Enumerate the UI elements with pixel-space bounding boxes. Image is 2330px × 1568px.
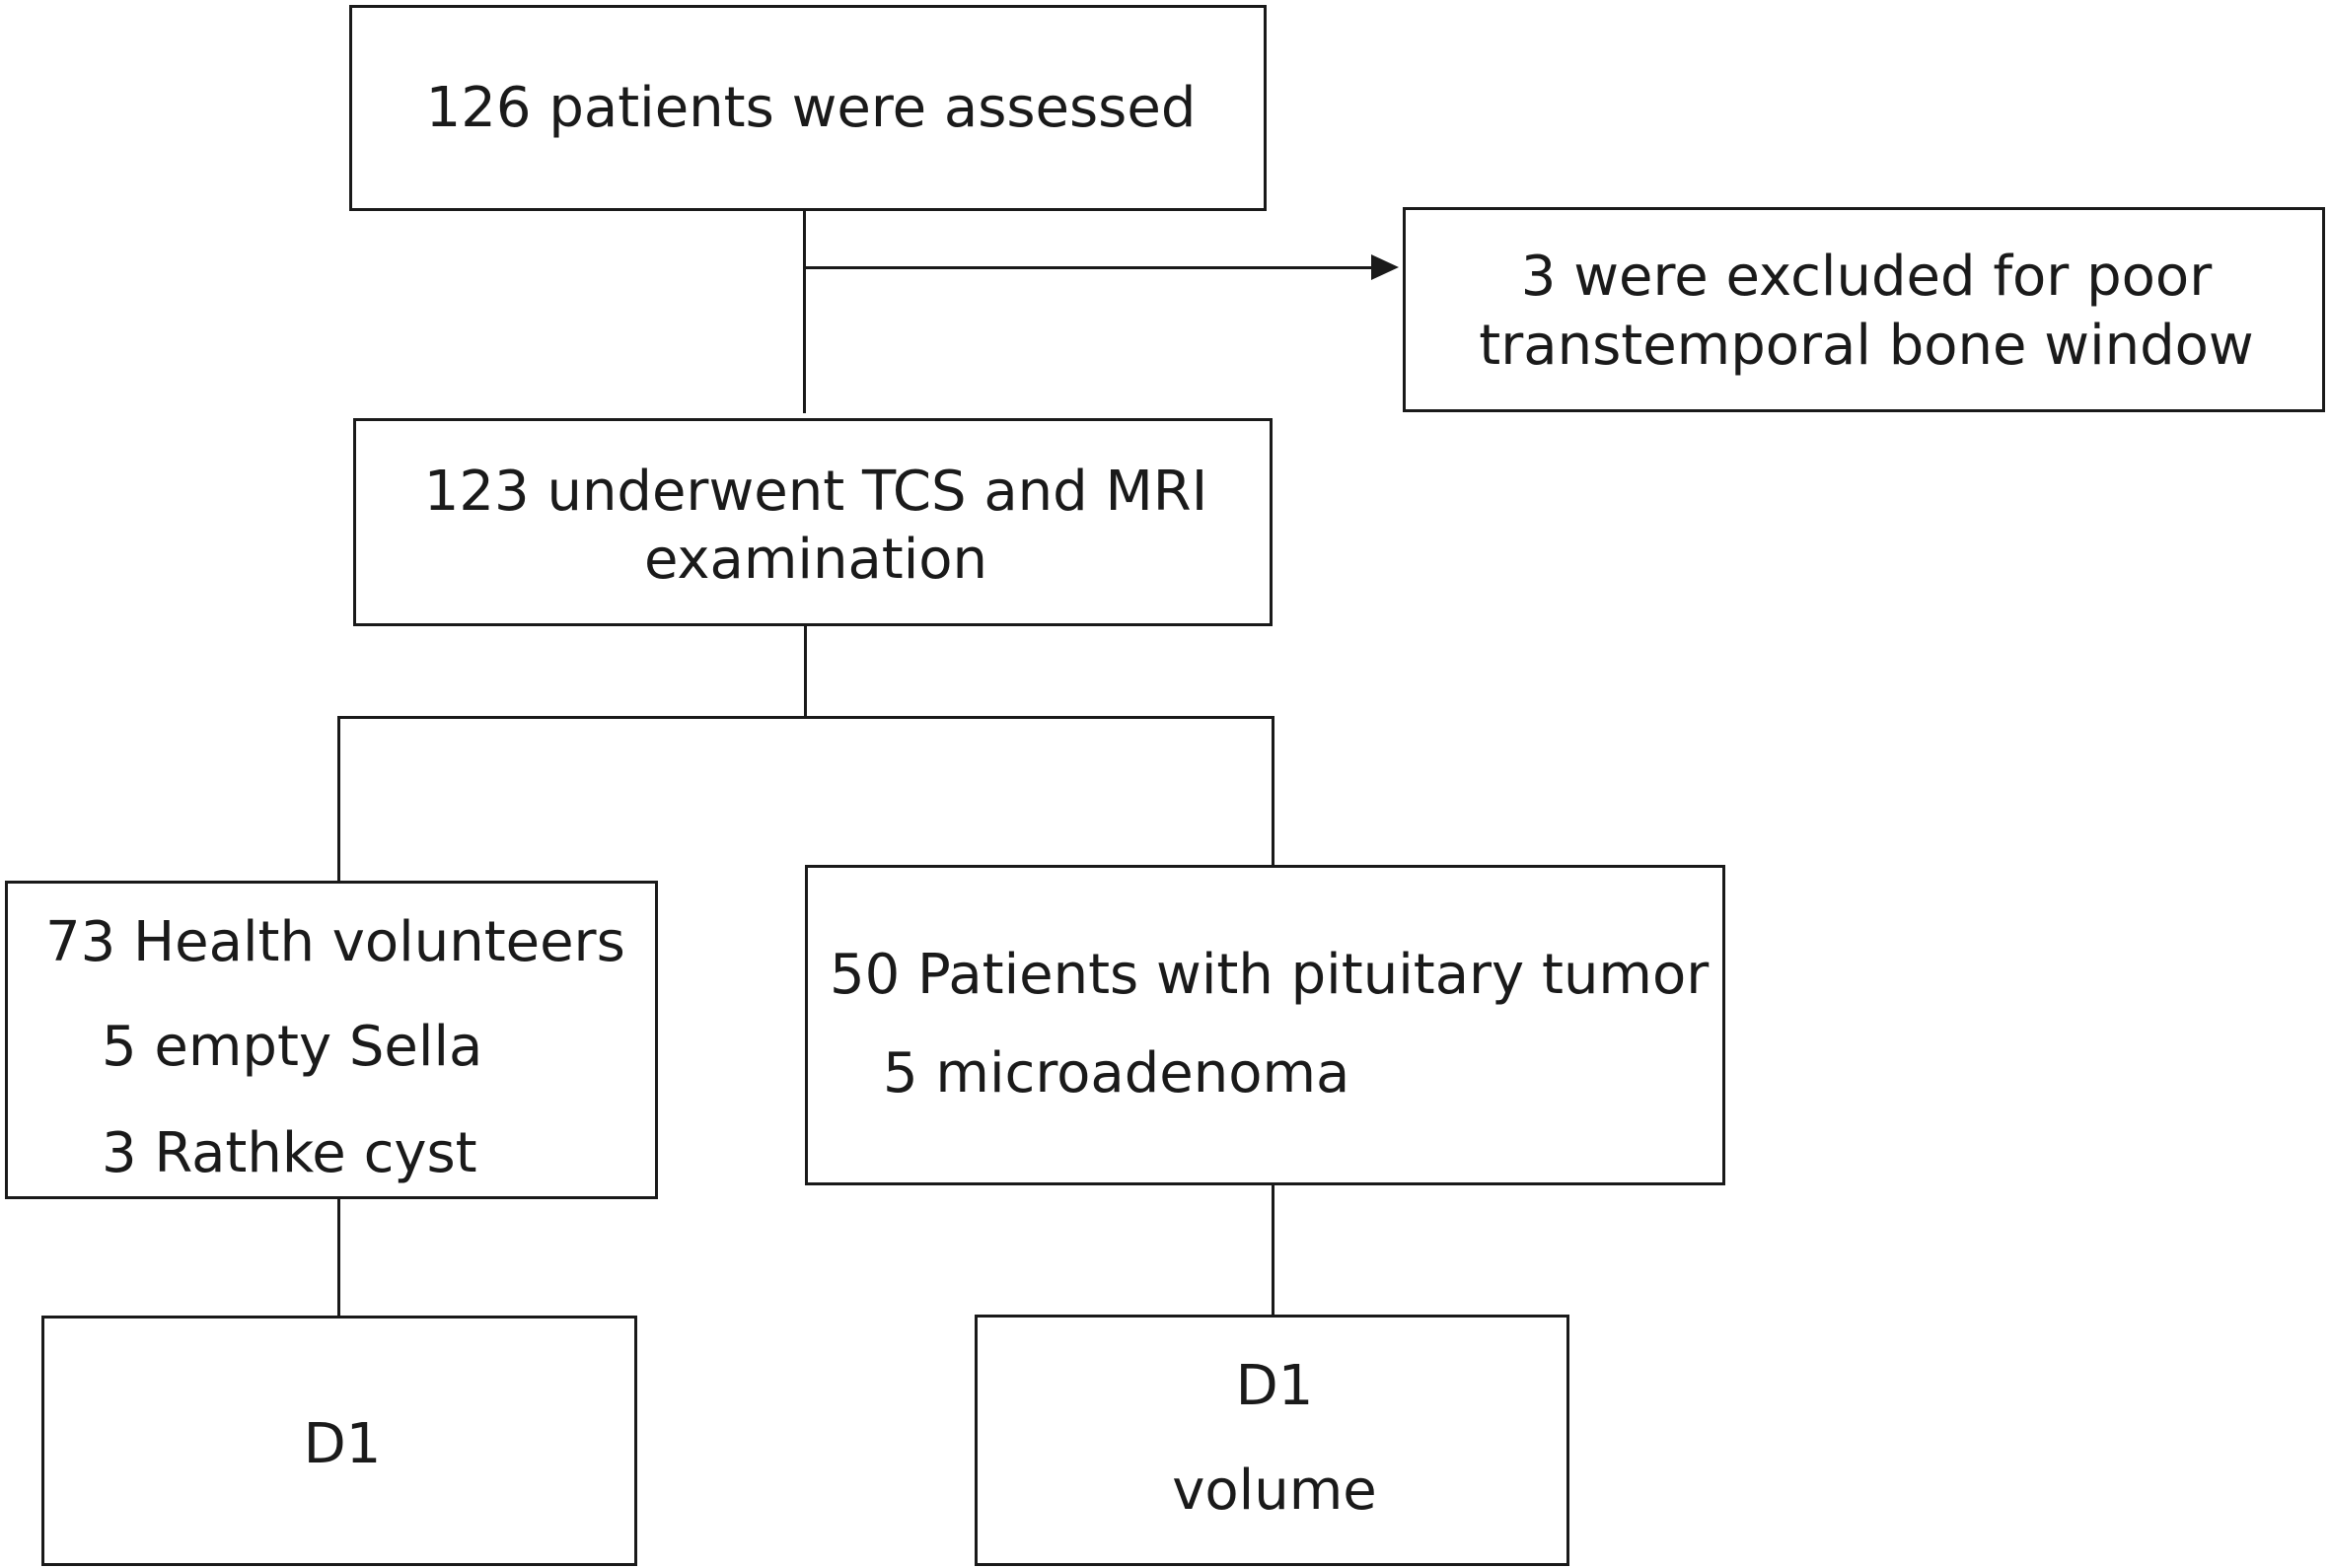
connector-volunteers-to-outcome <box>337 1197 340 1318</box>
connector-examined-down <box>804 624 807 717</box>
node-examined-line-1: 123 underwent TCS and MRI <box>423 460 1208 524</box>
node-assessed: 126 patients were assessed <box>349 5 1267 211</box>
node-volunteers-line-1: 73 Health volunteers <box>45 910 625 974</box>
connector-split-left <box>337 716 340 883</box>
node-tumor-line-1: 50 Patients with pituitary tumor <box>830 943 1710 1007</box>
arrowhead-to-excluded <box>1371 254 1399 280</box>
node-examined: 123 underwent TCS and MRI examination <box>353 418 1273 626</box>
node-examined-line-2: examination <box>643 528 988 592</box>
node-volunteers: 73 Health volunteers 5 empty Sella 3 Rat… <box>5 881 658 1199</box>
node-volunteers-line-2: 5 empty Sella <box>102 1015 483 1079</box>
connector-to-excluded <box>803 266 1371 269</box>
node-excluded-line-2: transtemporal bone window <box>1479 314 2254 378</box>
node-volunteers-outcome: D1 <box>41 1316 637 1566</box>
node-tumor: 50 Patients with pituitary tumor 5 micro… <box>805 865 1725 1185</box>
connector-tumor-to-outcome <box>1272 1183 1274 1317</box>
connector-assessed-to-examined <box>803 209 806 413</box>
connector-split-right <box>1272 716 1274 865</box>
node-volunteers-outcome-label: D1 <box>303 1412 382 1476</box>
node-tumor-outcome-line-1: D1 <box>1235 1354 1314 1418</box>
node-volunteers-line-3: 3 Rathke cyst <box>102 1121 477 1185</box>
node-excluded: 3 were excluded for poor transtemporal b… <box>1403 207 2325 412</box>
node-tumor-outcome-line-2: volume <box>1172 1459 1377 1523</box>
node-tumor-outcome: D1 volume <box>975 1315 1569 1566</box>
node-assessed-label: 126 patients were assessed <box>425 76 1197 140</box>
connector-split-horizontal <box>337 716 1274 719</box>
node-tumor-line-2: 5 microadenoma <box>883 1041 1350 1105</box>
node-excluded-line-1: 3 were excluded for poor <box>1520 245 2213 309</box>
